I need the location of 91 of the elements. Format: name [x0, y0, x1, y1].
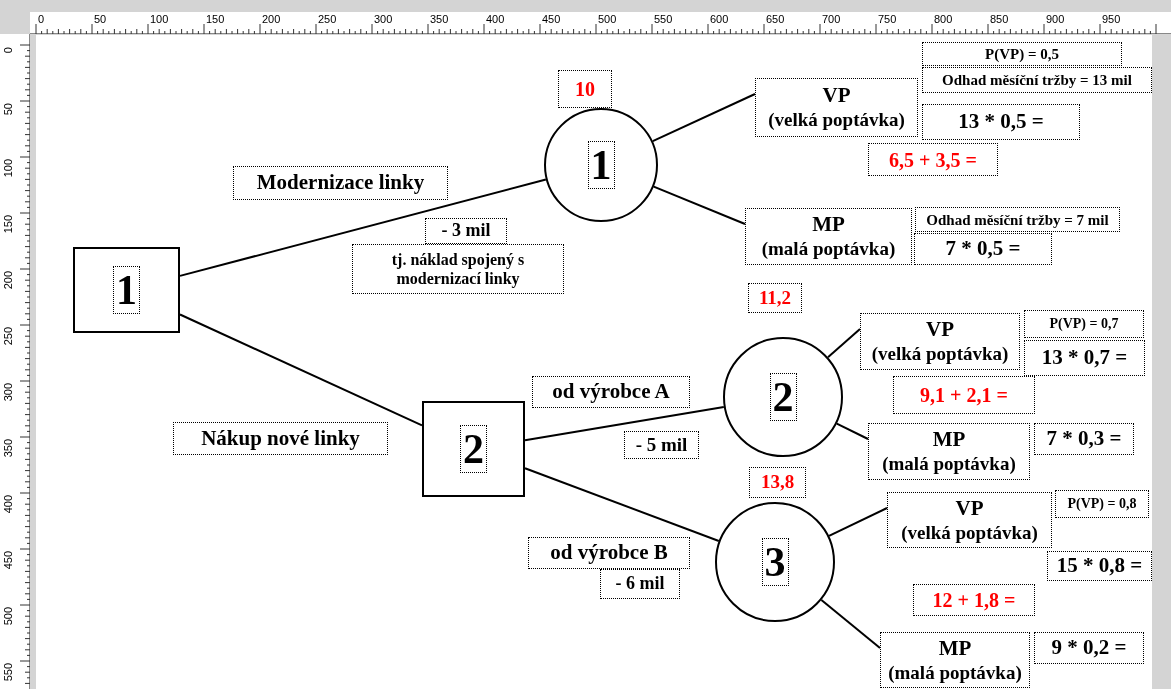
ruler-number: 150: [2, 215, 14, 234]
branch-line: [651, 93, 756, 143]
outcome-description: (malá poptávka): [761, 237, 896, 261]
outcome-label: VP: [955, 495, 984, 521]
ruler-number: 500: [598, 13, 617, 25]
ruler-number: 100: [150, 13, 169, 25]
ruler-number: 550: [2, 663, 14, 682]
ruler-number: 450: [542, 13, 561, 25]
result-value: 9,1 + 2,1 =: [893, 376, 1035, 414]
ruler-number: 200: [2, 271, 14, 290]
outcome-description: (velká poptávka): [901, 520, 1038, 545]
ruler-number: 50: [2, 103, 14, 116]
annotation-text: 9 * 0,2 =: [1034, 632, 1144, 664]
ruler-number: 250: [318, 13, 337, 25]
ruler-number: 950: [1102, 13, 1121, 25]
ruler-number: 0: [38, 13, 45, 25]
ruler-number: 300: [2, 383, 14, 402]
branch-line: [179, 313, 423, 427]
result-value: 6,5 + 3,5 =: [868, 143, 998, 176]
annotation-text: - 6 mil: [600, 569, 680, 599]
node-number: 1: [587, 141, 615, 189]
outcome-label: MP: [812, 212, 845, 237]
node-number: 3: [761, 538, 789, 586]
annotation-text: P(VP) = 0,5: [922, 42, 1122, 66]
ruler-number: 800: [934, 13, 953, 25]
decision-node-box: [73, 247, 180, 333]
node-number: 1: [113, 266, 140, 314]
outcome-label: VP: [822, 83, 851, 108]
annotation-text: 15 * 0,8 =: [1047, 551, 1152, 581]
ruler-number: 400: [486, 13, 505, 25]
outcome-text-frame: [868, 423, 1030, 480]
outcome-description: (malá poptávka): [882, 452, 1016, 476]
branch-line: [835, 422, 869, 440]
ruler-number: 350: [430, 13, 449, 25]
annotation-text: tj. náklad spojený s modernizací linky: [352, 244, 564, 294]
branch-line: [524, 467, 720, 542]
annotation-text: 13 * 0,7 =: [1024, 340, 1145, 376]
outcome-text-frame: [887, 492, 1052, 548]
outcome-text-frame: [755, 78, 918, 137]
annotation-text: Odhad měsíční tržby = 7 mil: [915, 207, 1120, 232]
outcome-label: VP: [926, 317, 954, 342]
annotation-text: 7 * 0,5 =: [914, 233, 1052, 265]
outcome-text-frame: [880, 632, 1030, 688]
ruler-number: 450: [2, 551, 14, 570]
result-value: 10: [558, 70, 612, 108]
annotation-text: P(VP) = 0,7: [1024, 310, 1144, 338]
ruler-number: 300: [374, 13, 393, 25]
ruler-number: 200: [262, 13, 281, 25]
result-value: 13,8: [749, 467, 806, 498]
outcome-description: (velká poptávka): [768, 108, 905, 132]
ruler-number: 600: [710, 13, 729, 25]
result-value: 12 + 1,8 =: [913, 584, 1035, 616]
decision-node-box: [422, 401, 525, 497]
ruler-number: 650: [766, 13, 785, 25]
annotation-text: 7 * 0,3 =: [1034, 423, 1134, 455]
ruler-number: 100: [2, 159, 14, 178]
outcome-text-frame: [745, 208, 912, 265]
result-value: 11,2: [748, 283, 802, 313]
ruler-number: 750: [878, 13, 897, 25]
ruler-number: 350: [2, 439, 14, 458]
ruler-number: 700: [822, 13, 841, 25]
annotation-text: - 5 mil: [624, 431, 699, 459]
ruler-number: 50: [94, 13, 107, 25]
annotation-text: Odhad měsíční tržby = 13 mil: [922, 67, 1152, 93]
branch-line: [820, 599, 881, 649]
outcome-text-frame: [860, 313, 1020, 370]
ruler-number: 0: [2, 47, 14, 54]
ruler-number: 500: [2, 607, 14, 626]
outcome-description: (velká poptávka): [871, 342, 1009, 366]
annotation-text: Modernizace linky: [233, 166, 448, 200]
branch-line: [828, 507, 888, 537]
ruler-number: 850: [990, 13, 1009, 25]
annotation-text: P(VP) = 0,8: [1055, 490, 1149, 518]
branch-line: [524, 405, 725, 442]
node-number: 2: [460, 425, 487, 473]
ruler-number: 900: [1046, 13, 1065, 25]
ruler-number: 400: [2, 495, 14, 514]
outcome-label: MP: [938, 635, 972, 661]
ruler-number: 250: [2, 327, 14, 346]
ruler-number: 150: [206, 13, 225, 25]
annotation-text: od výrobce A: [532, 376, 690, 408]
node-number: 2: [769, 373, 797, 421]
branch-line: [652, 185, 746, 225]
outcome-label: MP: [932, 427, 966, 452]
annotation-text: od výrobce B: [528, 537, 690, 569]
annotation-text: 13 * 0,5 =: [922, 104, 1080, 140]
annotation-text: Nákup nové linky: [173, 422, 388, 455]
branch-line: [826, 328, 861, 359]
ruler-number: 550: [654, 13, 673, 25]
annotation-text: - 3 mil: [425, 218, 507, 244]
outcome-description: (malá poptávka): [888, 660, 1022, 685]
